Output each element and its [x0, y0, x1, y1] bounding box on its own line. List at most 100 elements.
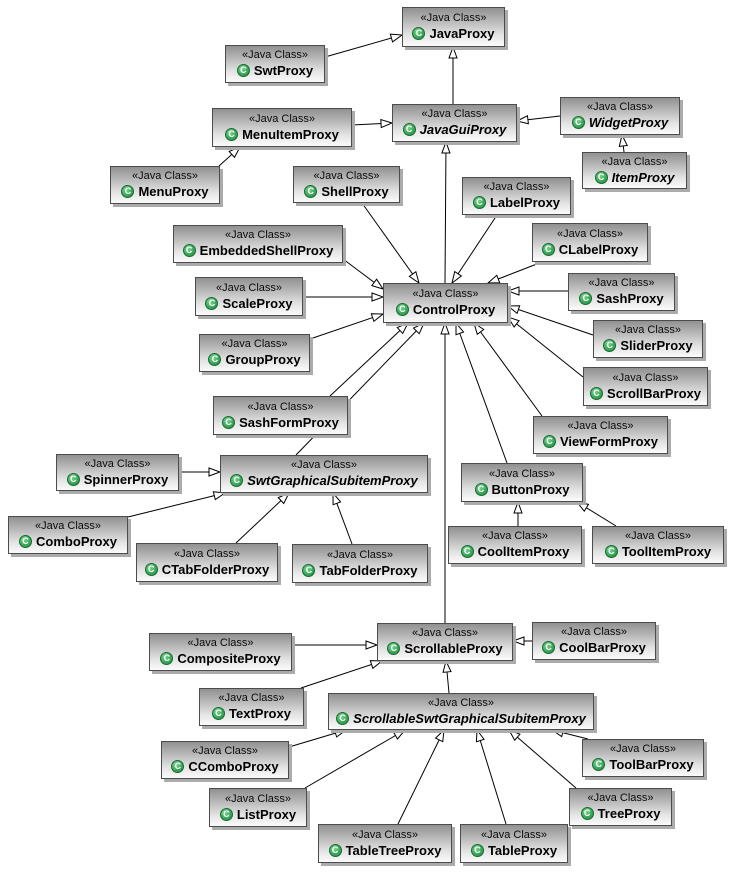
inheritance-edge-labelproxy-to-controlproxy — [451, 214, 498, 285]
class-name-label: TabFolderProxy — [319, 562, 418, 578]
class-node-groupproxy[interactable]: «Java Class» C GroupProxy — [199, 334, 310, 372]
class-name-label: ScrollableSwtGraphicalSubitemProxy — [353, 710, 586, 726]
stereotype-label: «Java Class» — [187, 637, 254, 649]
class-name-label: LabelProxy — [489, 195, 561, 210]
stereotype-label: «Java Class» — [480, 828, 548, 841]
class-icon: C — [328, 843, 342, 857]
class-name-label: SwtGraphicalSubitemProxy — [247, 473, 418, 488]
class-node-treeproxy[interactable]: «Java Class» C TreeProxy — [569, 788, 672, 826]
stereotype-label: «Java Class» — [247, 400, 314, 413]
class-node-coolbarproxy[interactable]: «Java Class» C CoolBarProxy — [532, 622, 656, 660]
class-name-label: ComboProxy — [36, 534, 117, 549]
class-node-buttonproxy[interactable]: «Java Class» C ButtonProxy — [461, 463, 583, 502]
class-node-sashformproxy[interactable]: «Java Class» C SashFormProxy — [213, 396, 348, 435]
stereotype-label: «Java Class» — [131, 170, 199, 182]
class-icon: C — [541, 242, 555, 256]
stereotype-label: «Java Class» — [420, 12, 487, 24]
class-name-label: TextProxy — [229, 706, 291, 721]
class-name-label: MenuProxy — [138, 184, 209, 199]
class-node-menuproxy[interactable]: «Java Class» C MenuProxy — [110, 166, 220, 204]
class-name-label: WidgetProxy — [588, 115, 669, 130]
class-node-shellproxy[interactable]: «Java Class» C ShellProxy — [293, 166, 400, 203]
inheritance-edge-viewformproxy-to-controlproxy — [473, 321, 543, 417]
class-node-toolbarproxy[interactable]: «Java Class» C ToolBarProxy — [582, 739, 704, 777]
inheritance-edge-swtgraphicalsubitemproxy-to-controlproxy — [295, 321, 426, 456]
class-node-ccomboproxy[interactable]: «Java Class» C CComboProxy — [161, 741, 289, 779]
class-node-controlproxy[interactable]: «Java Class» C ControlProxy — [383, 283, 508, 323]
class-icon: C — [474, 482, 488, 496]
class-icon: C — [230, 474, 244, 487]
class-node-toolitemproxy[interactable]: «Java Class» C ToolItemProxy — [592, 526, 724, 564]
class-node-scrollbarproxy[interactable]: «Java Class» C ScrollBarProxy — [583, 367, 708, 406]
class-icon: C — [460, 545, 474, 558]
stereotype-label: «Java Class» — [624, 530, 692, 542]
class-name-label: SashFormProxy — [239, 414, 339, 430]
stereotype-label: «Java Class» — [34, 520, 102, 532]
stereotype-label: «Java Class» — [215, 281, 283, 294]
class-node-embeddedshellproxy[interactable]: «Java Class» C EmbeddedShellProxy — [173, 225, 343, 263]
stereotype-label: «Java Class» — [221, 338, 288, 350]
class-node-swtgraphicalsubitemproxy[interactable]: «Java Class» C SwtGraphicalSubitemProxy — [220, 455, 428, 493]
class-node-itemproxy[interactable]: «Java Class» C ItemProxy — [582, 152, 687, 189]
class-name-label: SashProxy — [596, 291, 664, 306]
class-name-label: CComboProxy — [188, 759, 279, 774]
class-icon: C — [212, 707, 226, 720]
class-name-label: EmbeddedShellProxy — [199, 243, 334, 258]
class-name-label: TableTreeProxy — [345, 842, 442, 858]
class-node-comboproxy[interactable]: «Java Class» C ComboProxy — [8, 516, 128, 554]
class-node-viewformproxy[interactable]: «Java Class» C ViewFormProxy — [533, 416, 668, 454]
class-node-scaleproxy[interactable]: «Java Class» C ScaleProxy — [195, 277, 303, 316]
class-icon: C — [603, 339, 617, 352]
class-node-ctabfolderproxy[interactable]: «Java Class» C CTabFolderProxy — [136, 543, 278, 582]
class-node-clabelproxy[interactable]: «Java Class» C CLabelProxy — [532, 223, 648, 262]
class-node-swtproxy[interactable]: «Java Class» C SwtProxy — [225, 45, 325, 83]
class-name-label: CoolItemProxy — [477, 544, 570, 559]
class-node-tabletreeproxy[interactable]: «Java Class» C TableTreeProxy — [318, 824, 452, 863]
class-icon: C — [571, 116, 585, 129]
inheritance-edge-treeproxy-to-scrollableswtgraphicalsubitemproxy — [507, 729, 577, 789]
class-node-javaproxy[interactable]: «Java Class» C JavaProxy — [402, 7, 505, 47]
inheritance-edge-scrollableswtgraphicalsubitemproxy-to-scrollableproxy — [442, 659, 452, 694]
class-name-label: CompositeProxy — [177, 651, 281, 666]
class-node-tableproxy[interactable]: «Java Class» C TableProxy — [460, 824, 568, 863]
inheritance-edge-scrollbarproxy-to-controlproxy — [506, 316, 584, 378]
class-icon: C — [19, 535, 33, 548]
class-node-tabfolderproxy[interactable]: «Java Class» C TabFolderProxy — [292, 544, 428, 583]
class-icon: C — [590, 386, 604, 400]
stereotype-label: «Java Class» — [601, 155, 668, 168]
class-node-listproxy[interactable]: «Java Class» C ListProxy — [209, 788, 307, 827]
class-node-javaguiproxy[interactable]: «Java Class» C JavaGuiProxy — [392, 104, 517, 142]
class-icon: C — [387, 642, 401, 655]
class-node-scrollableproxy[interactable]: «Java Class» C ScrollableProxy — [377, 623, 513, 661]
stereotype-label: «Java Class» — [567, 420, 634, 432]
class-node-scrollableswtgraphicalsubitemproxy[interactable]: «Java Class» C ScrollableSwtGraphicalSub… — [328, 693, 594, 730]
stereotype-label: «Java Class» — [556, 227, 624, 240]
class-node-widgetproxy[interactable]: «Java Class» C WidgetProxy — [560, 97, 680, 135]
class-icon: C — [304, 184, 318, 198]
class-name-label: TreeProxy — [597, 806, 661, 821]
class-node-textproxy[interactable]: «Java Class» C TextProxy — [199, 688, 304, 726]
class-icon: C — [395, 303, 409, 316]
inheritance-edge-swtproxy-to-javaproxy — [324, 33, 404, 58]
stereotype-label: «Java Class» — [241, 49, 309, 61]
class-node-spinnerproxy[interactable]: «Java Class» C SpinnerProxy — [56, 454, 179, 491]
class-node-coolitemproxy[interactable]: «Java Class» C CoolItemProxy — [448, 526, 582, 564]
class-node-menuitemproxy[interactable]: «Java Class» C MenuItemProxy — [212, 108, 352, 147]
stereotype-label: «Java Class» — [588, 277, 655, 289]
class-icon: C — [336, 711, 350, 725]
stereotype-label: «Java Class» — [481, 530, 549, 542]
stereotype-label: «Java Class» — [587, 792, 654, 804]
class-icon: C — [542, 641, 556, 654]
class-node-sashproxy[interactable]: «Java Class» C SashProxy — [568, 273, 675, 311]
class-node-sliderproxy[interactable]: «Java Class» C SliderProxy — [593, 320, 703, 358]
class-node-compositeproxy[interactable]: «Java Class» C CompositeProxy — [149, 633, 292, 671]
class-icon: C — [222, 415, 236, 429]
class-icon: C — [225, 127, 239, 141]
class-icon: C — [302, 563, 316, 577]
class-name-label: CLabelProxy — [558, 241, 639, 257]
class-name-label: GroupProxy — [225, 352, 301, 367]
inheritance-edge-ctabfolderproxy-to-swtgraphicalsubitemproxy — [235, 491, 291, 544]
class-node-labelproxy[interactable]: «Java Class» C LabelProxy — [462, 177, 571, 215]
inheritance-edge-toolitemproxy-to-buttonproxy — [575, 501, 617, 527]
class-name-label: ToolBarProxy — [609, 757, 694, 772]
